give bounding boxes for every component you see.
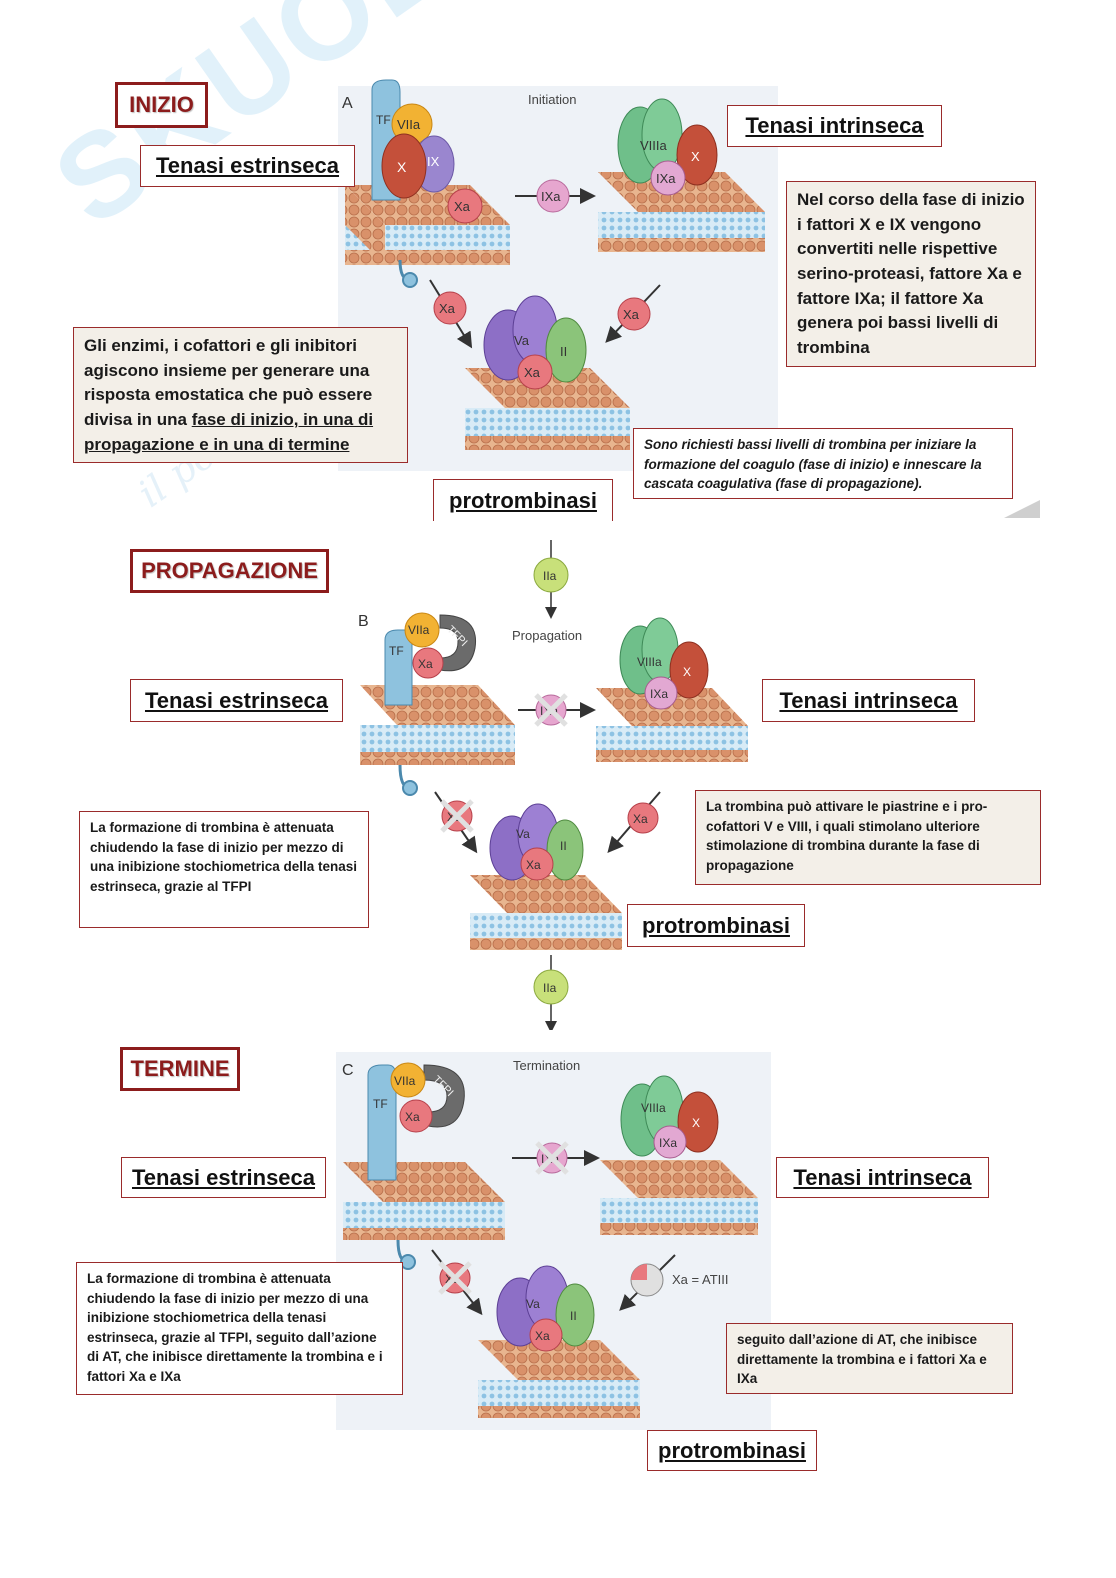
- svg-text:Va: Va: [514, 333, 530, 348]
- svg-text:II: II: [570, 1309, 577, 1323]
- label-extrinsic-tenase-a: Tenasi estrinseca: [140, 145, 355, 187]
- svg-text:X: X: [692, 1116, 700, 1130]
- factor-xa-a1: Xa: [448, 189, 482, 223]
- label-prothrombinase-c: protrombinasi: [647, 1430, 817, 1471]
- svg-text:VIIa: VIIa: [408, 623, 430, 637]
- label-extrinsic-tenase-b: Tenasi estrinseca: [130, 679, 343, 722]
- membrane-prothrombinase-b: [470, 875, 622, 950]
- membrane-extrinsic-a: [345, 185, 510, 265]
- phase-label-termination: TERMINE: [120, 1047, 240, 1091]
- propagation-diagram: IIa B Propagation TF TFPI VIIa Xa IXa: [0, 530, 1116, 1030]
- factor-xa-b2: Xa: [628, 803, 658, 833]
- svg-text:IXa: IXa: [659, 1136, 677, 1150]
- svg-text:IXa: IXa: [650, 687, 668, 701]
- ixa-arrow-a: IXa: [515, 180, 592, 212]
- svg-text:IXa: IXa: [656, 171, 676, 186]
- propagation-caption: Propagation: [512, 628, 582, 643]
- factor-xa-atiii: Xa = ATIII: [631, 1264, 728, 1296]
- iia-arrow-b-bottom: IIa: [534, 955, 568, 1030]
- ixa-blocked-arrow-c: IXa: [512, 1143, 596, 1173]
- svg-text:Xa: Xa: [418, 657, 433, 671]
- svg-text:Xa: Xa: [526, 858, 541, 872]
- svg-text:X: X: [683, 665, 691, 679]
- note-termination-right: seguito dall’azione di AT, che inibisce …: [726, 1323, 1013, 1394]
- svg-text:IIa: IIa: [543, 981, 557, 995]
- note-initiation-left: Gli enzimi, i cofattori e gli inibitori …: [73, 327, 408, 463]
- svg-text:II: II: [560, 839, 567, 853]
- svg-text:X: X: [397, 159, 407, 175]
- label-intrinsic-tenase-a: Tenasi intrinseca: [727, 105, 942, 147]
- note-initiation-right: Nel corso della fase di inizio i fattori…: [786, 181, 1036, 367]
- membrane-extrinsic-c: [343, 1162, 505, 1240]
- svg-text:TF: TF: [376, 113, 391, 127]
- factor-xa-blocked-c: Xa: [440, 1263, 470, 1293]
- label-extrinsic-tenase-c: Tenasi estrinseca: [121, 1157, 326, 1198]
- factor-xa-a4: Xa: [518, 355, 552, 389]
- svg-text:Xa: Xa: [439, 301, 456, 316]
- factor-ixa-intrinsic-a: IXa: [651, 161, 685, 195]
- factor-viia-c: VIIa: [391, 1063, 425, 1097]
- note-propagation-left: La formazione di trombina è attenuata ch…: [79, 811, 369, 928]
- note-propagation-right: La trombina può attivare le piastrine e …: [695, 790, 1041, 885]
- factor-viia-b: VIIa: [405, 613, 439, 647]
- svg-text:Va: Va: [516, 827, 530, 841]
- phase-label-propagation: PROPAGAZIONE: [130, 549, 329, 593]
- factor-ixa-intrinsic-b: IXa: [645, 677, 677, 709]
- svg-text:IXa: IXa: [541, 189, 561, 204]
- svg-text:TF: TF: [373, 1097, 388, 1111]
- svg-text:VIIIa: VIIIa: [641, 1101, 666, 1115]
- ixa-blocked-arrow-b: IXa: [518, 695, 592, 725]
- membrane-intrinsic-c: [600, 1160, 758, 1235]
- factor-ixa-intrinsic-c: IXa: [654, 1126, 686, 1158]
- svg-text:Xa: Xa: [405, 1110, 420, 1124]
- svg-text:VIIIa: VIIIa: [640, 138, 668, 153]
- svg-text:VIIa: VIIa: [394, 1074, 416, 1088]
- membrane-prothrombinase-c: [478, 1340, 640, 1418]
- factor-xa-a2: Xa: [434, 292, 466, 324]
- panel-letter-a: A: [342, 95, 353, 112]
- label-prothrombinase-a: protrombinasi: [433, 479, 613, 521]
- label-prothrombinase-b: protrombinasi: [627, 904, 805, 947]
- svg-text:IIa: IIa: [543, 569, 557, 583]
- svg-text:Xa = ATIII: Xa = ATIII: [672, 1272, 728, 1287]
- svg-text:Va: Va: [526, 1297, 540, 1311]
- svg-text:Xa: Xa: [454, 199, 471, 214]
- initiation-caption: Initiation: [528, 92, 576, 107]
- termination-diagram: C Termination TF TFPI VIIa Xa IXa: [0, 1040, 1116, 1460]
- factor-ii-b: II: [547, 820, 583, 880]
- svg-text:Xa: Xa: [623, 307, 640, 322]
- tfpi-b: TFPI: [440, 615, 476, 671]
- phase-label-initiation: INIZIO: [115, 82, 208, 128]
- note-initiation-italic: Sono richiesti bassi livelli di trombina…: [633, 428, 1013, 499]
- label-intrinsic-tenase-b: Tenasi intrinseca: [762, 679, 975, 722]
- factor-xa-blocked-b: Xa: [442, 801, 472, 831]
- svg-text:Xa: Xa: [535, 1329, 550, 1343]
- svg-text:Xa: Xa: [524, 365, 541, 380]
- label-intrinsic-tenase-c: Tenasi intrinseca: [776, 1157, 989, 1198]
- note-termination-left: La formazione di trombina è attenuata ch…: [76, 1262, 403, 1395]
- membrane-extrinsic-b: [360, 685, 515, 765]
- svg-text:VIIIa: VIIIa: [637, 655, 662, 669]
- svg-text:X: X: [691, 149, 700, 164]
- iia-arrow-b-top: IIa: [534, 540, 568, 616]
- factor-x-a: X: [382, 134, 426, 198]
- svg-text:TF: TF: [389, 644, 404, 658]
- termination-caption: Termination: [513, 1058, 580, 1073]
- panel-letter-c: C: [342, 1062, 354, 1079]
- factor-xa-c1: Xa: [400, 1100, 432, 1132]
- factor-xa-a3: Xa: [618, 298, 650, 330]
- factor-xa-b1: Xa: [413, 648, 443, 678]
- svg-text:II: II: [560, 344, 567, 359]
- svg-text:IX: IX: [427, 154, 440, 169]
- panel-letter-b: B: [358, 613, 369, 630]
- svg-text:Xa: Xa: [633, 812, 648, 826]
- svg-text:VIIa: VIIa: [397, 117, 421, 132]
- factor-xa-c2: Xa: [530, 1319, 562, 1351]
- factor-xa-b3: Xa: [521, 848, 553, 880]
